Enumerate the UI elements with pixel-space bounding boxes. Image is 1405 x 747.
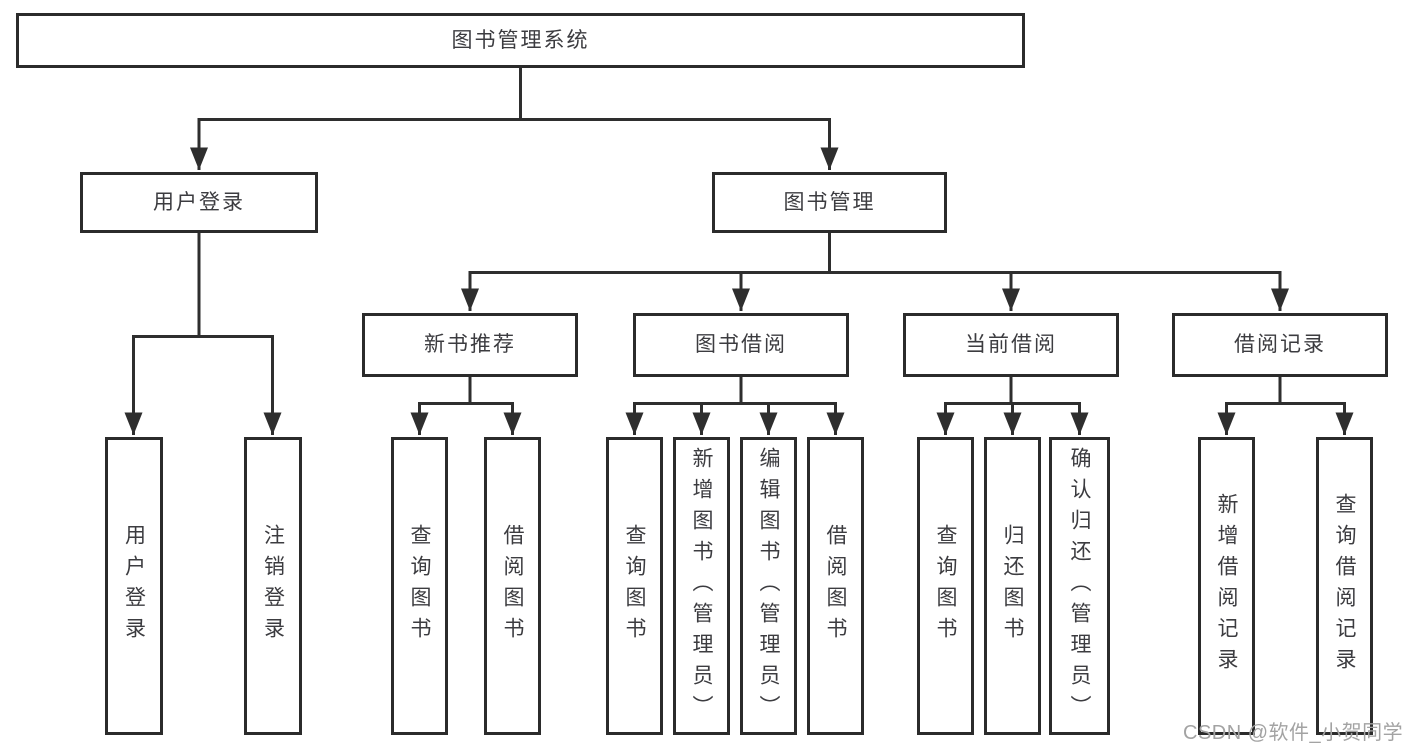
- edge-book-borrow-to-query2: [625, 377, 743, 435]
- edge-book-mgmt-to-book-borrow: [732, 233, 831, 311]
- edge-root-to-book-mgmt: [519, 68, 839, 170]
- edge-new-book-to-borrow1: [468, 377, 522, 435]
- leaf-add-book-admin: 新增图书（管理员）: [673, 437, 730, 735]
- csdn-watermark: CSDN @软件_小贺同学: [1183, 722, 1404, 744]
- leaf-query-books-under-book-borrowing: 查询图书: [606, 437, 663, 735]
- leaf-label: 确认归还（管理员）: [1068, 446, 1091, 726]
- node-label: 新书推荐: [424, 333, 516, 357]
- leaf-label: 借阅图书: [824, 524, 847, 648]
- edge-current-to-query3: [936, 377, 1013, 435]
- edge-current-to-return: [1003, 377, 1022, 435]
- node-label: 借阅记录: [1234, 333, 1326, 357]
- leaf-user-login: 用户登录: [105, 437, 163, 735]
- leaf-borrow-books-under-book-borrowing: 借阅图书: [807, 437, 864, 735]
- leaf-label: 用户登录: [122, 524, 146, 648]
- leaf-label: 新增图书（管理员）: [690, 446, 713, 726]
- node-book-borrowing: 图书借阅: [633, 313, 849, 377]
- node-label: 当前借阅: [965, 333, 1057, 357]
- edge-book-mgmt-to-new-book: [461, 233, 831, 311]
- node-new-book-recommendation: 新书推荐: [362, 313, 578, 377]
- leaf-query-books-under-new-book: 查询图书: [391, 437, 448, 735]
- leaf-query-borrow-record: 查询借阅记录: [1316, 437, 1373, 735]
- leaf-add-borrow-record: 新增借阅记录: [1198, 437, 1255, 735]
- edge-record-to-add-rec: [1217, 377, 1282, 435]
- node-borrowing-records: 借阅记录: [1172, 313, 1388, 377]
- edge-user-login-to-leaf-logout: [197, 233, 282, 435]
- edge-user-login-to-leaf-user-login: [124, 233, 201, 435]
- leaf-query-books-under-current-borrowing: 查询图书: [917, 437, 974, 735]
- node-label: 图书管理: [783, 190, 876, 214]
- edge-root-to-user-login: [190, 68, 522, 170]
- leaf-edit-book-admin: 编辑图书（管理员）: [740, 437, 797, 735]
- leaf-label: 借阅图书: [501, 524, 524, 648]
- edge-current-to-confirm: [1009, 377, 1089, 435]
- leaf-label: 归还图书: [1001, 524, 1024, 648]
- edge-book-mgmt-to-borrow-record: [828, 233, 1289, 311]
- edge-book-borrow-to-edit-book: [739, 377, 778, 435]
- leaf-borrow-books-under-new-book: 借阅图书: [484, 437, 541, 735]
- leaf-label: 查询借阅记录: [1333, 493, 1356, 679]
- leaf-label: 新增借阅记录: [1215, 493, 1238, 679]
- node-label: 图书借阅: [695, 333, 787, 357]
- node-label: 图书管理系统: [451, 28, 590, 52]
- edge-book-borrow-to-borrow2: [739, 377, 845, 435]
- node-library-management-system: 图书管理系统: [16, 13, 1025, 68]
- node-book-management: 图书管理: [712, 172, 947, 233]
- node-current-borrowing: 当前借阅: [903, 313, 1119, 377]
- leaf-return-book: 归还图书: [984, 437, 1041, 735]
- edge-new-book-to-query1: [410, 377, 472, 435]
- leaf-label: 注销登录: [261, 524, 285, 648]
- edge-book-mgmt-to-current-borrow: [828, 233, 1020, 311]
- leaf-label: 查询图书: [623, 524, 646, 648]
- tree-edges: [124, 68, 1354, 435]
- node-label: 用户登录: [153, 190, 245, 214]
- leaf-label: 查询图书: [408, 524, 431, 648]
- leaf-logout-login: 注销登录: [244, 437, 302, 735]
- leaf-label: 编辑图书（管理员）: [757, 446, 780, 726]
- leaf-label: 查询图书: [934, 524, 957, 648]
- edge-book-borrow-to-add-book: [692, 377, 743, 435]
- node-user-login: 用户登录: [80, 172, 318, 233]
- edge-record-to-query-rec: [1278, 377, 1354, 435]
- leaf-confirm-return-admin: 确认归还（管理员）: [1049, 437, 1110, 735]
